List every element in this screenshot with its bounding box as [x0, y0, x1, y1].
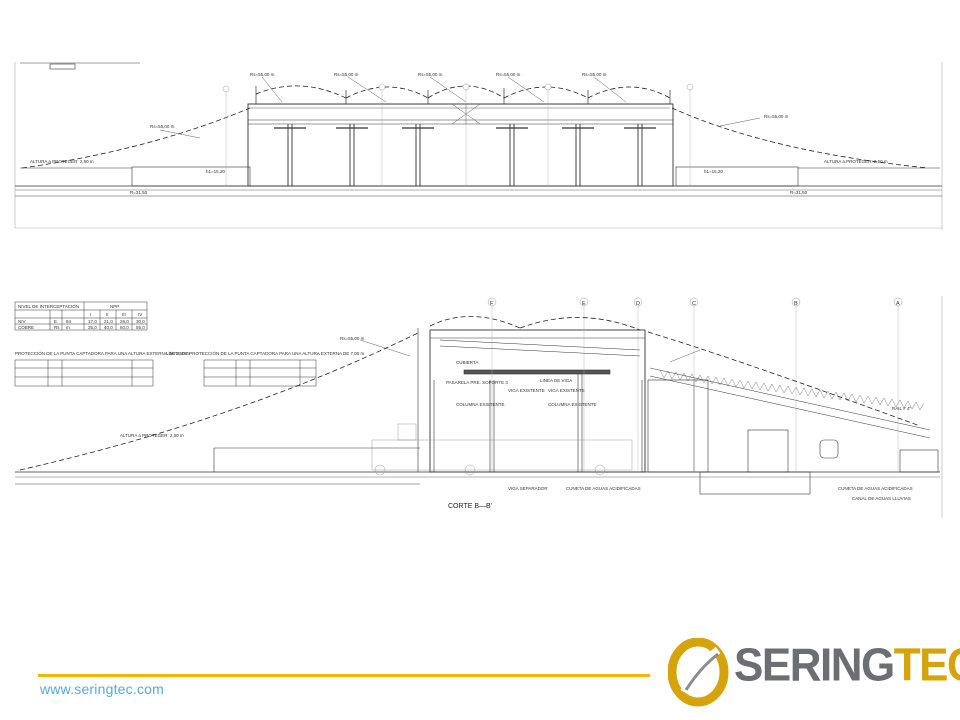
radius-label-3: Rs=55,00 m: [418, 72, 443, 77]
radius-label-5: Rs=55,00 m: [582, 72, 607, 77]
table-row2-v3: 50,0: [120, 325, 129, 330]
grid-letter-c: C: [692, 301, 696, 307]
logo-wordmark: SERINGTEC: [734, 639, 960, 692]
left-radius-label: Rs=55,00 m: [150, 124, 175, 129]
left-level-label: h1=15,20: [206, 169, 225, 174]
right-radius-label: Rs=55,00 m: [764, 114, 789, 119]
table-header-iii: III: [122, 312, 126, 317]
right-level-label: h1=15,20: [704, 169, 723, 174]
table-row2-rs: Rs: [54, 325, 60, 330]
radius-label-bottom: Rs=55,00 m: [340, 336, 365, 341]
grid-letter-d: D: [636, 301, 640, 307]
annotation-canal: CANAL DE AGUAS LLUVIAS: [852, 496, 911, 501]
seringtec-logo: SERINGTEC: [668, 634, 960, 720]
table-row1-v2: 21,0: [104, 319, 113, 324]
annotation-rail: RAIL # 4": [892, 406, 911, 411]
table-header-npp: NPP: [110, 304, 119, 309]
table-row1-84: 84: [66, 319, 72, 324]
radius-label-4: Rs=55,00 m: [496, 72, 521, 77]
protection-title-right: LÍMITE DE PROTECCIÓN DE LA PUNTA CAPTADO…: [166, 350, 364, 356]
radius-label-2: Rs=55,00 m: [334, 72, 359, 77]
grid-letter-b: B: [794, 301, 798, 307]
logo-mark-icon: [668, 638, 729, 707]
footer-divider: [38, 674, 650, 677]
table-row2-v4: 55,0: [136, 325, 145, 330]
top-elevation-drawing: [14, 62, 943, 230]
annotation-viga-1: VIGA EXISTENTE: [508, 388, 545, 393]
protection-title-left: PROTECCIÓN DE LA PUNTA CAPTADORA PARA UN…: [15, 350, 190, 356]
section-bb-drawing: [15, 296, 943, 518]
annotation-columna-1: COLUMNA EXISTENTE: [456, 402, 505, 407]
table-row1-v3: 26,0: [120, 319, 129, 324]
table-row1-v1: 17,0: [88, 319, 97, 324]
grid-letter-f: F: [490, 301, 494, 307]
table-row1-e: E: [54, 319, 57, 324]
right-base-label: R=31,50: [790, 190, 808, 195]
grid-letter-e: E: [582, 301, 586, 307]
table-row2-label: COBRE: [18, 325, 34, 330]
annotation-cuneta-2: CUNETA DE AGUAS ACIDIFICADAS: [838, 486, 913, 491]
table-row1-v4: 30,0: [136, 319, 145, 324]
top-elevation-labels: Rs=55,00 m Rs=55,00 m Rs=55,00 m Rs=55,0…: [30, 72, 888, 195]
annotation-pasarela: PASARELA PRE. SOPORTE 3: [446, 380, 508, 385]
grid-letter-a: A: [896, 301, 900, 307]
logo-text-gray: SERING: [734, 639, 895, 692]
table-header-i: I: [90, 312, 91, 317]
table-row2-v2: 40,0: [104, 325, 113, 330]
section-title: CORTE B—B': [448, 503, 492, 510]
table-row2-v1: 35,0: [88, 325, 97, 330]
table-row1-label: NIV: [18, 319, 26, 324]
height-label-bottom: ALTURA a PROTEGER: 2,50 m: [120, 433, 184, 438]
annotation-viga-2: VIGA EXISTENTE: [548, 388, 585, 393]
annotation-columna-2: COLUMNA EXISTENTE: [548, 402, 597, 407]
interception-table-text: NIVEL DE INTERCEPTACIÓN NPP I II III IV …: [15, 303, 364, 356]
logo-text-gold: TEC: [893, 639, 960, 692]
annotation-viga-separador: VIGA SEPARADOR: [508, 486, 548, 491]
annotation-linea-viga: LINEA DE VIGA: [540, 378, 572, 383]
interception-table: [14, 301, 317, 387]
annotation-cubierta: CUBIERTA: [456, 360, 478, 365]
website-link[interactable]: www.seringtec.com: [40, 681, 164, 697]
table-header-iv: IV: [138, 312, 142, 317]
left-height-label: ALTURA a PROTEGER: 2,50 m: [30, 159, 94, 164]
section-bb-labels: ALTURA a PROTEGER: 2,50 m Rs=55,00 m CUB…: [120, 301, 913, 510]
table-title: NIVEL DE INTERCEPTACIÓN: [18, 303, 79, 309]
radius-label-1: Rs=55,00 m: [250, 72, 275, 77]
table-header-ii: II: [106, 312, 109, 317]
left-base-label: R=31,50: [130, 190, 148, 195]
right-height-label: ALTURA a PROTEGER: 2,50 m: [824, 159, 888, 164]
annotation-cuneta-1: CUNETA DE AGUAS ACIDIFICADAS: [566, 486, 641, 491]
table-row2-m: m: [66, 325, 70, 330]
